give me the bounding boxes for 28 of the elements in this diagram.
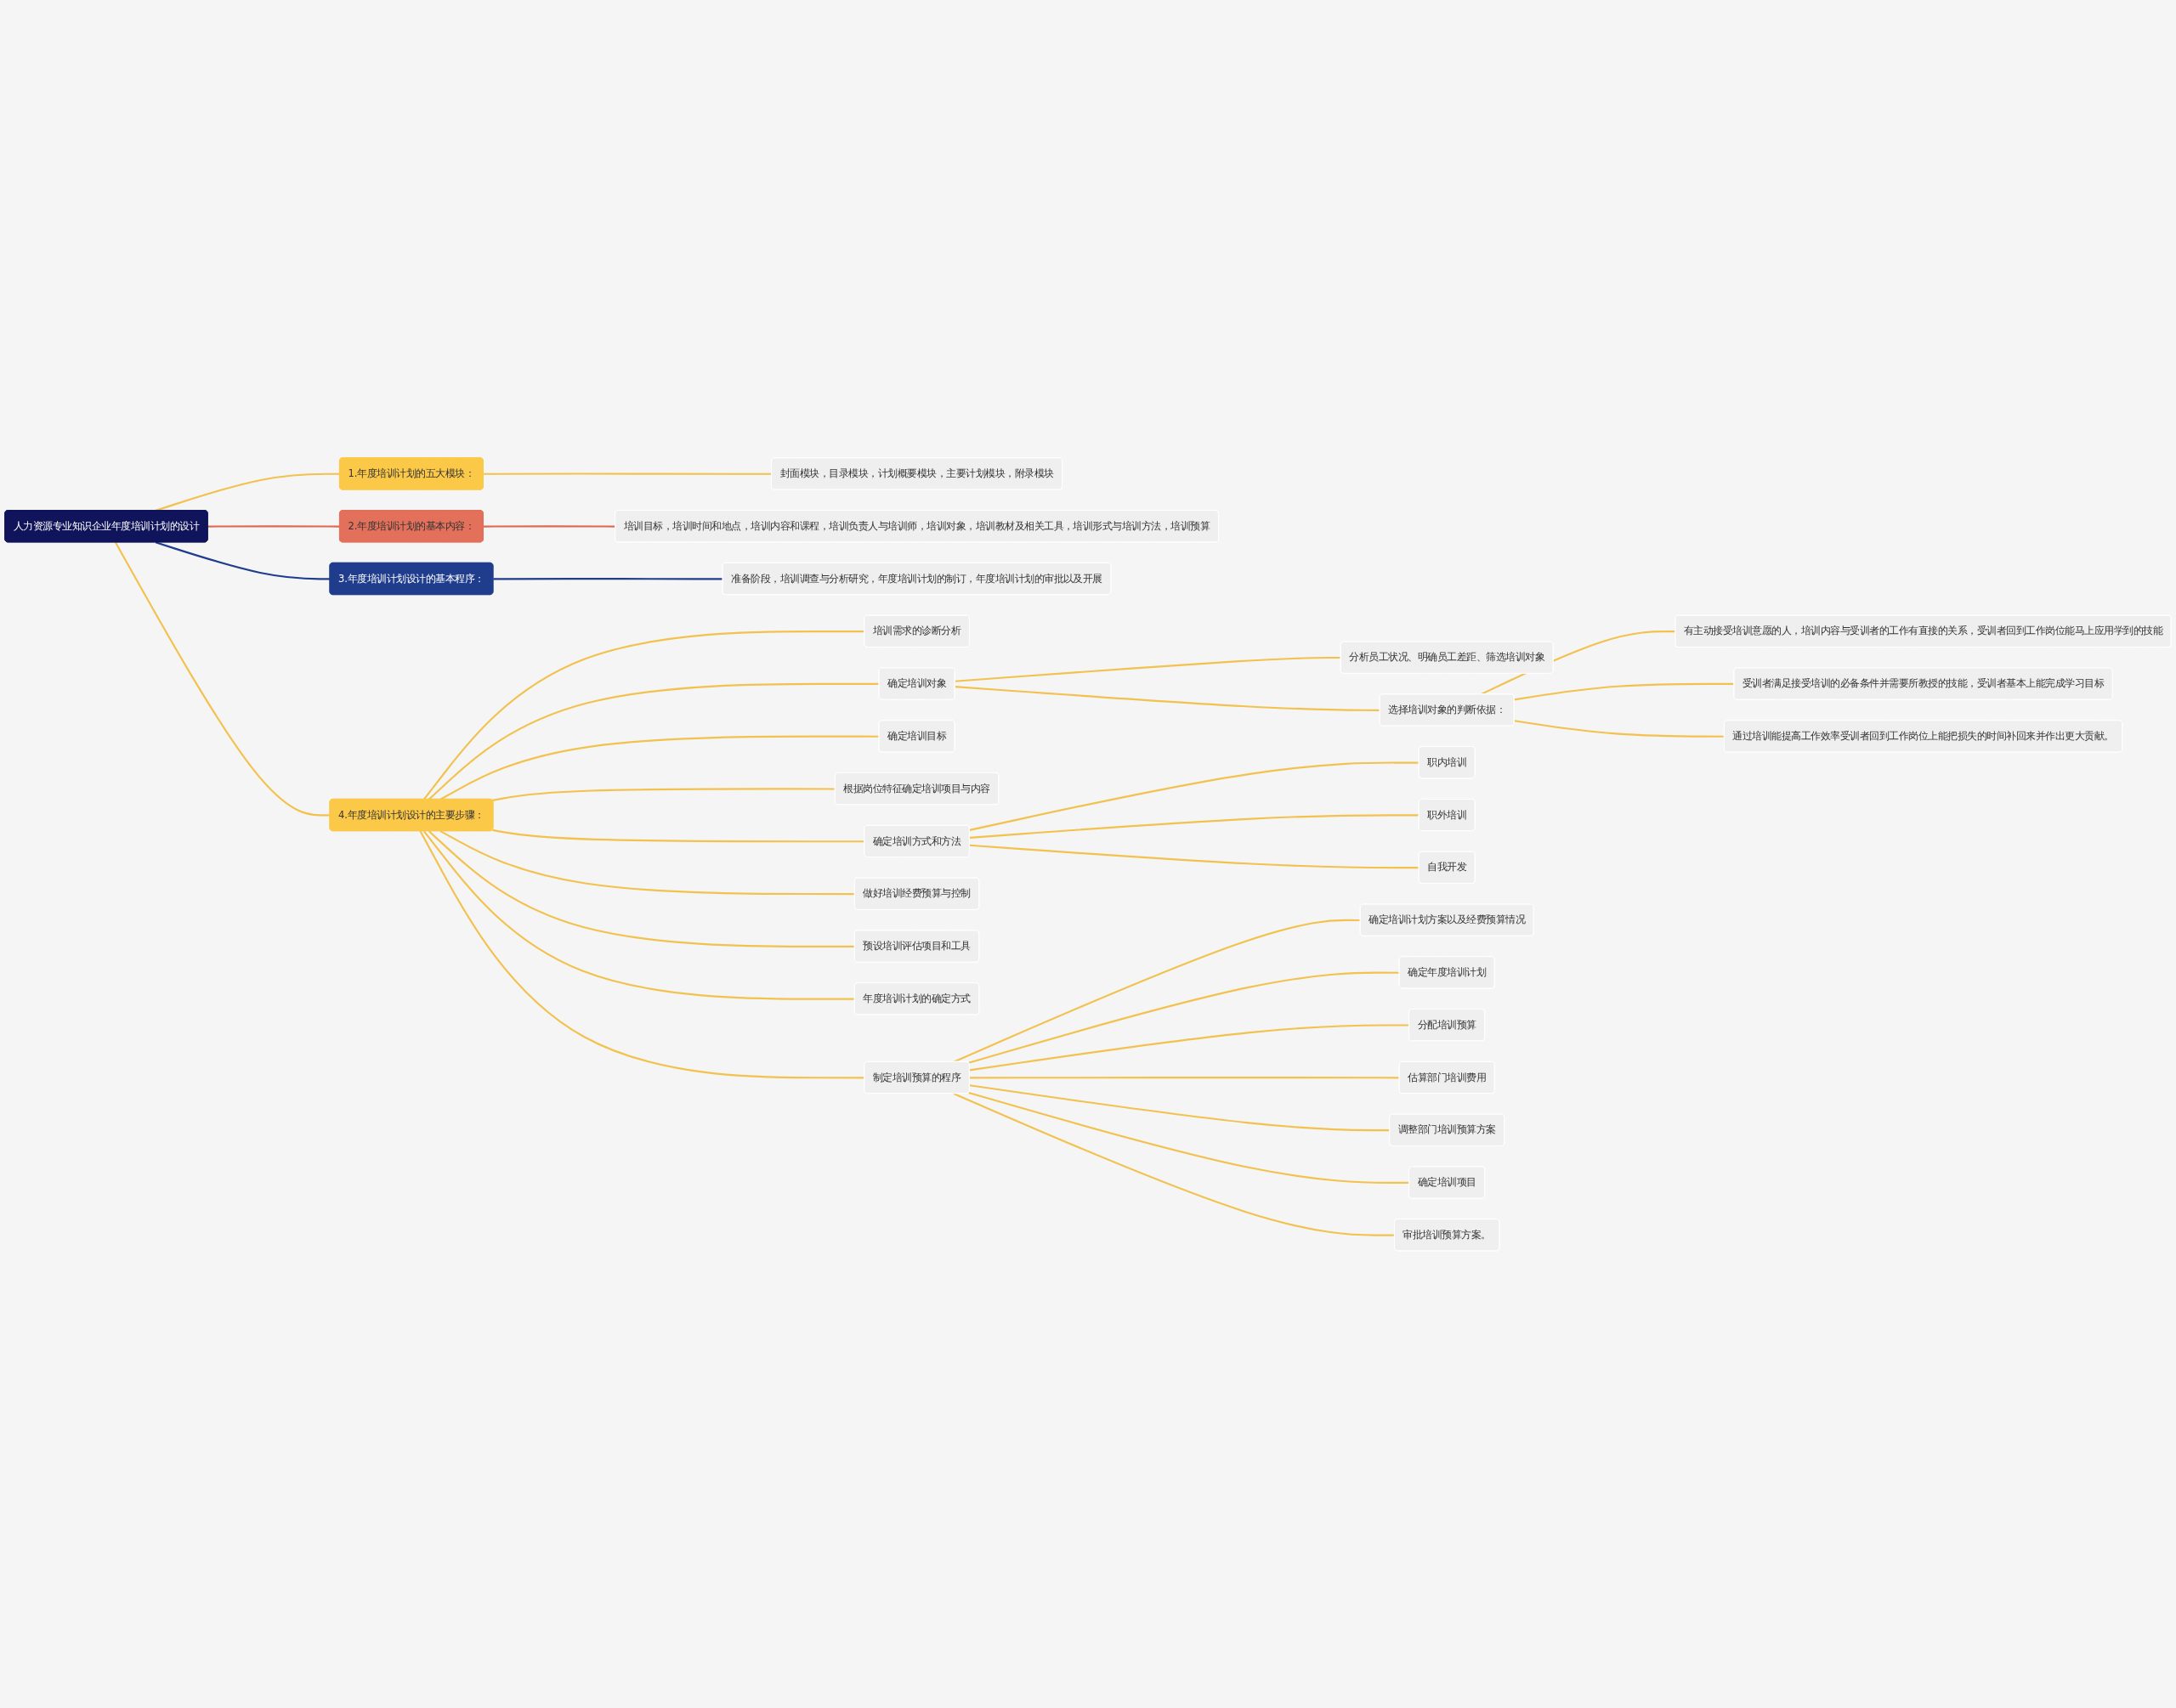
connector <box>1514 682 1735 701</box>
connector <box>968 1091 1409 1184</box>
connector <box>428 829 855 947</box>
connector <box>207 524 340 528</box>
connector <box>155 472 340 512</box>
connector <box>955 685 1380 711</box>
connector <box>969 844 1420 868</box>
connector <box>428 682 880 800</box>
connector <box>969 1083 1390 1131</box>
connector <box>422 630 865 800</box>
connector <box>969 761 1420 831</box>
connector <box>439 829 855 895</box>
connector <box>968 971 1400 1064</box>
connector <box>953 1092 1395 1236</box>
connector <box>969 1024 1409 1072</box>
connector <box>155 540 331 580</box>
connector <box>422 830 855 1000</box>
connector <box>969 813 1420 839</box>
connector <box>955 656 1341 682</box>
connector <box>483 472 772 475</box>
connector <box>493 577 723 580</box>
connector <box>492 787 836 801</box>
connector <box>1514 719 1725 738</box>
connector <box>419 830 865 1079</box>
connector <box>969 1076 1400 1079</box>
connector <box>492 829 865 842</box>
connector <box>483 524 616 528</box>
connector <box>114 541 331 817</box>
